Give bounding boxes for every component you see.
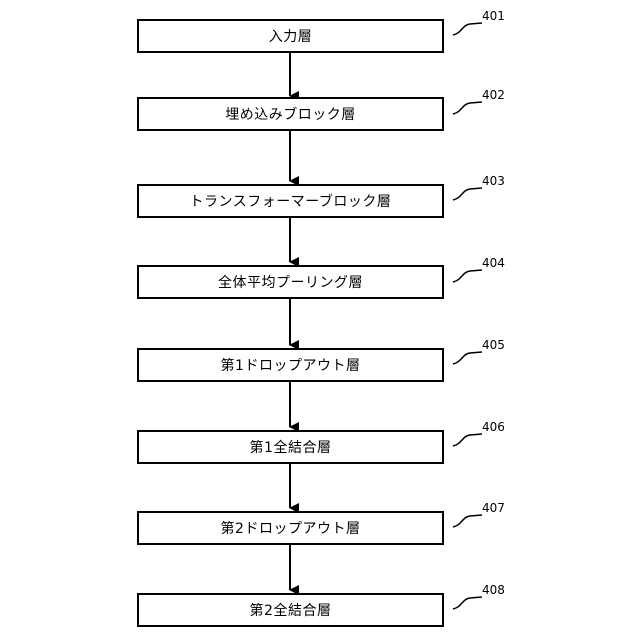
ref-number: 402 [482, 88, 505, 102]
ref-leader-402 [453, 102, 482, 114]
layer-label: 入力層 [269, 26, 313, 46]
layer-box-global-avg-pooling: 全体平均プーリング層 [137, 265, 444, 299]
layer-box-dense-1: 第1全結合層 [137, 430, 444, 464]
layer-label: 第2全結合層 [250, 600, 332, 620]
layer-box-transformer: トランスフォーマーブロック層 [137, 184, 444, 218]
layer-box-input: 入力層 [137, 19, 444, 53]
ref-leader-405 [453, 352, 482, 364]
ref-leader-406 [453, 434, 482, 446]
ref-leader-404 [453, 270, 482, 282]
ref-number: 404 [482, 256, 505, 270]
ref-number: 406 [482, 420, 505, 434]
ref-leader-407 [453, 515, 482, 527]
ref-leader-401 [453, 23, 482, 35]
layer-label: 全体平均プーリング層 [218, 272, 363, 292]
layer-box-dropout-2: 第2ドロップアウト層 [137, 511, 444, 545]
ref-number: 407 [482, 501, 505, 515]
ref-number: 403 [482, 174, 505, 188]
layer-box-embedding: 埋め込みブロック層 [137, 97, 444, 131]
ref-number: 405 [482, 338, 505, 352]
layer-box-dense-2: 第2全結合層 [137, 593, 444, 627]
layer-label: 第1全結合層 [250, 437, 332, 457]
layer-box-dropout-1: 第1ドロップアウト層 [137, 348, 444, 382]
ref-number: 408 [482, 583, 505, 597]
ref-leader-403 [453, 188, 482, 200]
layer-label: 第2ドロップアウト層 [221, 518, 361, 538]
layer-label: トランスフォーマーブロック層 [190, 191, 392, 211]
ref-number: 401 [482, 9, 505, 23]
layer-label: 第1ドロップアウト層 [221, 355, 361, 375]
ref-leader-408 [453, 597, 482, 609]
layer-label: 埋め込みブロック層 [225, 104, 356, 124]
